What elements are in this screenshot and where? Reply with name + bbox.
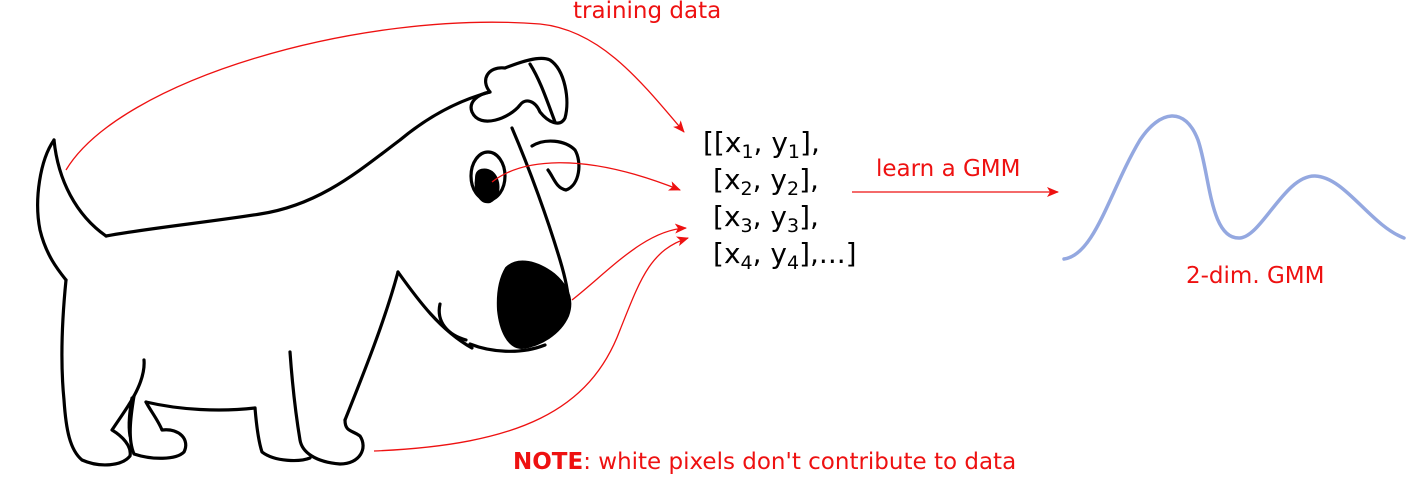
- bracket-open: [: [713, 237, 724, 270]
- x-index: 2: [740, 178, 753, 200]
- bracket-open: [: [713, 200, 724, 233]
- note-rest: : white pixels don't contribute to data: [583, 449, 1017, 475]
- x-var: x: [723, 237, 741, 270]
- note-text: NOTE: white pixels don't contribute to d…: [513, 451, 1016, 474]
- data-point-line: [x4, y4],...]: [703, 235, 857, 274]
- x-index: 4: [740, 252, 753, 274]
- dog-ear-inner: [528, 62, 557, 124]
- bracket-open: [: [713, 163, 724, 196]
- dog-chest: [396, 270, 474, 350]
- dog-pupil: [474, 168, 500, 204]
- data-point-line: [[x1, y1],: [703, 124, 857, 163]
- y-index: 4: [787, 252, 800, 274]
- data-point-line: [x2, y2],: [703, 161, 857, 200]
- dog-back-leg: [60, 278, 136, 467]
- training-data-label: training data: [573, 0, 722, 24]
- x-var: x: [724, 126, 742, 159]
- bracket-close: ],: [799, 163, 819, 196]
- separator: ,: [752, 237, 771, 270]
- dog-front-leg: [288, 350, 365, 466]
- dog-tail: [36, 138, 68, 282]
- y-var: y: [770, 200, 787, 233]
- y-index: 1: [787, 141, 801, 163]
- bracket-close: ],...]: [799, 237, 857, 270]
- separator: ,: [752, 200, 771, 233]
- dog-front-leg2: [253, 406, 312, 463]
- data-point-list: [[x1, y1],[x2, y2],[x3, y3],[x4, y4],...…: [703, 124, 857, 274]
- arrows: [65, 21, 1059, 452]
- gmm-label: 2-dim. GMM: [1186, 263, 1325, 289]
- y-index: 2: [787, 178, 800, 200]
- bracket-close: ],: [800, 126, 820, 159]
- dog-belly: [144, 400, 257, 412]
- y-index: 3: [787, 215, 800, 237]
- dog-drawing: [36, 56, 581, 467]
- x-var: x: [723, 163, 741, 196]
- learn-gmm-label: learn a GMM: [876, 156, 1021, 182]
- dog-brow: [530, 139, 581, 192]
- dog-back: [104, 90, 492, 238]
- dog-jaw: [468, 342, 547, 353]
- y-var: y: [771, 126, 788, 159]
- dog-tail-top: [52, 138, 108, 238]
- separator: ,: [753, 126, 772, 159]
- dog-chest-leg: [343, 270, 400, 422]
- y-var: y: [770, 237, 787, 270]
- dog-back-leg2: [128, 394, 188, 460]
- separator: ,: [752, 163, 771, 196]
- dog-back-leg3: [127, 396, 134, 438]
- arrow-tail-to-data: [65, 21, 685, 171]
- x-index: 3: [740, 215, 753, 237]
- data-point-line: [x3, y3],: [703, 198, 857, 237]
- y-var: y: [770, 163, 787, 196]
- x-index: 1: [741, 141, 754, 163]
- dog-haunch: [132, 358, 146, 398]
- gmm-curve: [1062, 114, 1406, 261]
- arrow-paw-to-data: [373, 236, 689, 452]
- arrow-nose-to-data: [571, 223, 687, 301]
- arrow-eye-to-data: [491, 162, 681, 191]
- bracket-open: [[: [703, 126, 725, 159]
- bracket-close: ],: [799, 200, 819, 233]
- note-bold: NOTE: [513, 449, 584, 475]
- dog-nose: [496, 260, 572, 350]
- x-var: x: [723, 200, 741, 233]
